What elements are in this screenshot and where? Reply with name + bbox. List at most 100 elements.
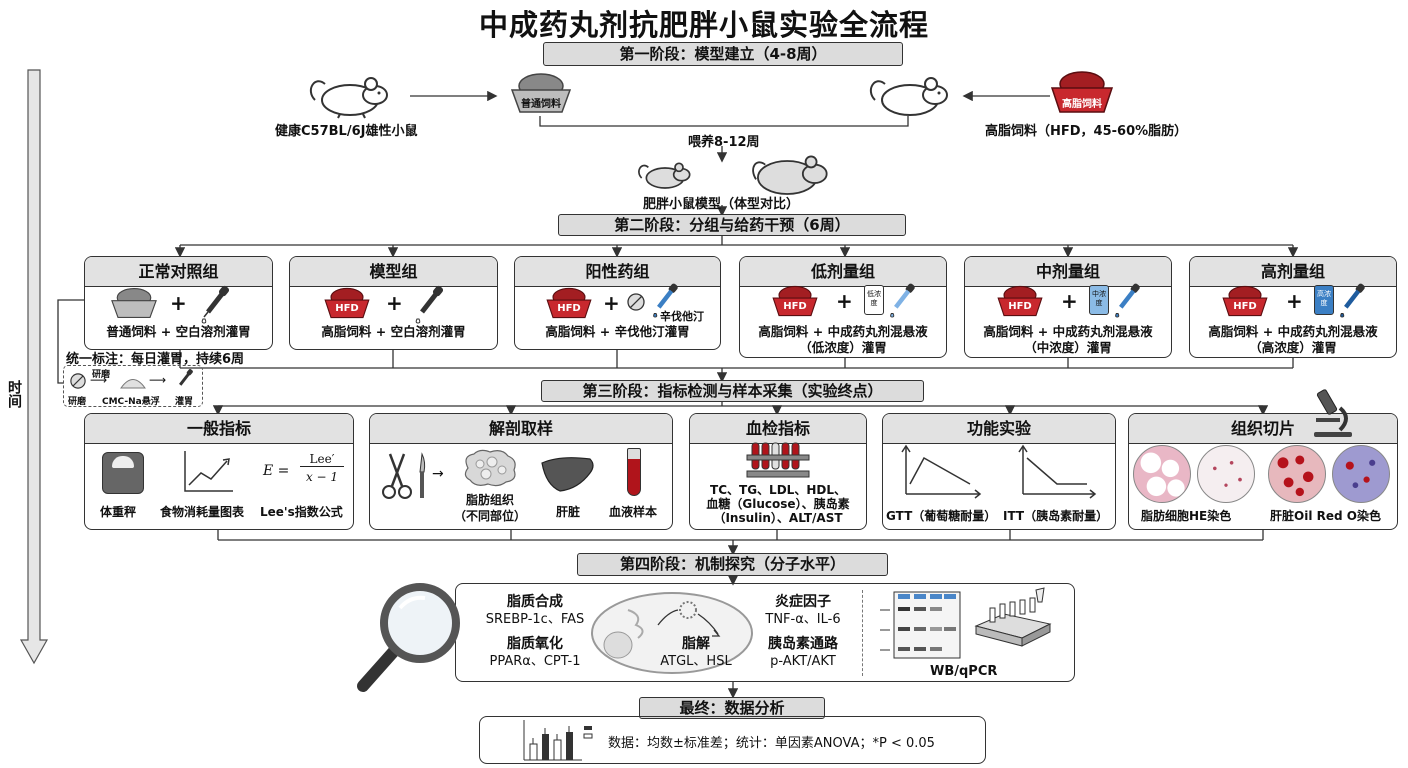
stage3-banner: 第三阶段：指标检测与样本采集（实验终点） <box>541 380 924 402</box>
dropper-blue-icon <box>653 283 678 318</box>
group-caption: 高脂饲料 + 空白溶剂灌胃 <box>321 324 466 339</box>
lipogenesis-title: 脂质合成 <box>507 594 563 610</box>
normal-feed-bowl-icon <box>111 287 157 319</box>
statistics-text: 数据：均数±标准差；统计：单因素ANOVA；*P < 0.05 <box>608 736 935 751</box>
he-stain-label: 脂肪细胞HE染色 <box>1141 509 1232 523</box>
microscope-icon <box>1314 389 1352 437</box>
group-title: 中剂量组 <box>965 257 1171 287</box>
group-title: 阳性药组 <box>515 257 720 287</box>
he-stain-image-2 <box>1197 445 1255 503</box>
vial-mid-label: 中浓度 <box>1092 290 1106 307</box>
western-blot-icon <box>880 591 961 659</box>
group-caption: 高脂饲料 + 中成药丸剂混悬液 （高浓度）灌胃 <box>1208 324 1378 355</box>
fat-tissue-label: 脂肪组织 （不同部位） <box>453 493 526 523</box>
hfd-tag: HFD <box>557 303 581 314</box>
bar-chart-icon <box>523 720 593 761</box>
lipid-oxidation-genes: PPARα、CPT-1 <box>489 654 581 669</box>
hfd-label: 高脂饲料（HFD，45-60%脂肪） <box>985 124 1188 139</box>
plus-sign: + <box>386 291 403 315</box>
section-title: 一般指标 <box>85 414 353 444</box>
liver-icon <box>541 457 594 492</box>
time-axis-label: 时间 <box>6 380 22 408</box>
itt-curve-icon <box>1018 444 1097 499</box>
scalpel-icon <box>419 452 426 498</box>
lee-formula-lhs: E = <box>263 463 290 479</box>
scale-dial-icon <box>112 456 134 468</box>
hfd-feed-bowl-icon <box>1050 71 1114 113</box>
lee-formula-den: x − 1 <box>305 470 339 484</box>
hfd-tag: HFD <box>335 303 359 314</box>
plus-sign: + <box>170 291 187 315</box>
normal-feed-bowl-icon <box>510 73 572 113</box>
lipolysis-genes: ATGL、HSL <box>660 654 732 669</box>
grind-step: 研磨 <box>68 397 87 407</box>
healthy-mouse-label: 健康C57BL/6J雄性小鼠 <box>275 124 418 139</box>
blood-sample-label: 血液样本 <box>609 505 658 519</box>
itt-label: ITT（胰岛素耐量） <box>1003 509 1109 523</box>
lipogenesis-group: 脂质合成 SREBP-1c、FAS <box>480 594 590 628</box>
final-banner: 最终：数据分析 <box>639 697 825 719</box>
grind-pill-icon <box>70 373 86 389</box>
hfd-tag: HFD <box>783 301 807 312</box>
vial-high-label: 高浓度 <box>1317 290 1331 307</box>
hfd-bowl-icon <box>1222 285 1268 317</box>
group-caption: 高脂饲料 + 中成药丸剂混悬液 （低浓度）灌胃 <box>758 324 928 355</box>
dosing-note: 统一标注：每日灌胃，持续6周 <box>66 352 245 367</box>
hfd-bowl-icon <box>324 287 370 319</box>
dropper-icon <box>415 285 444 324</box>
insulin-pathway-title: 胰岛素通路 <box>768 636 838 652</box>
group-title: 高剂量组 <box>1190 257 1396 287</box>
powder-pile-icon <box>120 379 146 389</box>
hfd-mouse-icon <box>869 77 948 116</box>
hfd-bowl-icon <box>997 285 1043 317</box>
vial-low-icon <box>864 285 884 315</box>
group-box-high: 高剂量组 <box>1189 256 1397 358</box>
hfd-bowl-icon <box>772 285 818 317</box>
group-title: 正常对照组 <box>85 257 272 287</box>
page-title: 中成药丸剂抗肥胖小鼠实验全流程 <box>478 8 929 42</box>
food-chart-icon <box>184 451 233 492</box>
vial-mid-icon <box>1089 285 1109 315</box>
he-stain-image-1 <box>1133 445 1191 503</box>
normal-feed-bowl-label: 普通饲料 <box>521 99 561 110</box>
prep-procedure-box <box>63 365 203 407</box>
group-box-mid: 中剂量组 <box>964 256 1172 358</box>
obese-mouse-icon <box>752 155 828 195</box>
group-box-model: 模型组 <box>289 256 498 350</box>
dropper-blue-icon <box>890 283 915 318</box>
lee-index-label: Lee's指数公式 <box>260 505 343 519</box>
group-caption: 普通饲料 + 空白溶剂灌胃 <box>106 324 251 339</box>
insulin-pathway-genes: p-AKT/AKT <box>770 654 836 669</box>
function-tests-box: 功能实验 <box>882 413 1116 530</box>
suspend-step: CMC-Na悬浮 <box>102 397 160 407</box>
hfd-bowl-icon <box>546 287 592 319</box>
small-mouse-icon <box>638 162 691 189</box>
vial-low-label: 低浓度 <box>867 290 881 307</box>
lipogenesis-genes: SREBP-1c、FAS <box>485 612 585 627</box>
oil-red-label: 肝脏Oil Red O染色 <box>1270 509 1381 523</box>
scale-label: 体重秤 <box>100 505 137 519</box>
hfd-tag: HFD <box>1233 301 1257 312</box>
dropper-blue-icon <box>1115 283 1140 318</box>
inflammation-group: 炎症因子 TNF-α、IL-6 <box>757 594 849 628</box>
hfd-feed-bowl-label: 高脂饲料 <box>1062 99 1102 110</box>
pcr-plate-icon <box>974 587 1052 647</box>
inflammation-genes: TNF-α、IL-6 <box>765 612 841 627</box>
insulin-pathway-group: 胰岛素通路 p-AKT/AKT <box>757 636 849 670</box>
plus-sign: + <box>836 289 853 313</box>
magnifier-icon <box>357 583 460 692</box>
fat-tissue-icon <box>464 449 516 487</box>
scissors-icon <box>382 453 412 499</box>
feeding-duration: 喂养8-12周 <box>688 135 760 150</box>
oil-red-image-2 <box>1332 445 1390 503</box>
section-title: 功能实验 <box>883 414 1115 444</box>
pill-icon <box>627 293 645 311</box>
stage2-banner: 第二阶段：分组与给药干预（6周） <box>558 214 906 236</box>
section-title: 组织切片 <box>1129 414 1397 444</box>
stage1-banner: 第一阶段：模型建立（4-8周） <box>543 42 903 66</box>
arrow-icon: ⟶ <box>149 373 167 387</box>
gavage-step: 灌胃 <box>175 397 194 407</box>
section-title: 解剖取样 <box>370 414 672 444</box>
analysis-box <box>479 716 986 764</box>
